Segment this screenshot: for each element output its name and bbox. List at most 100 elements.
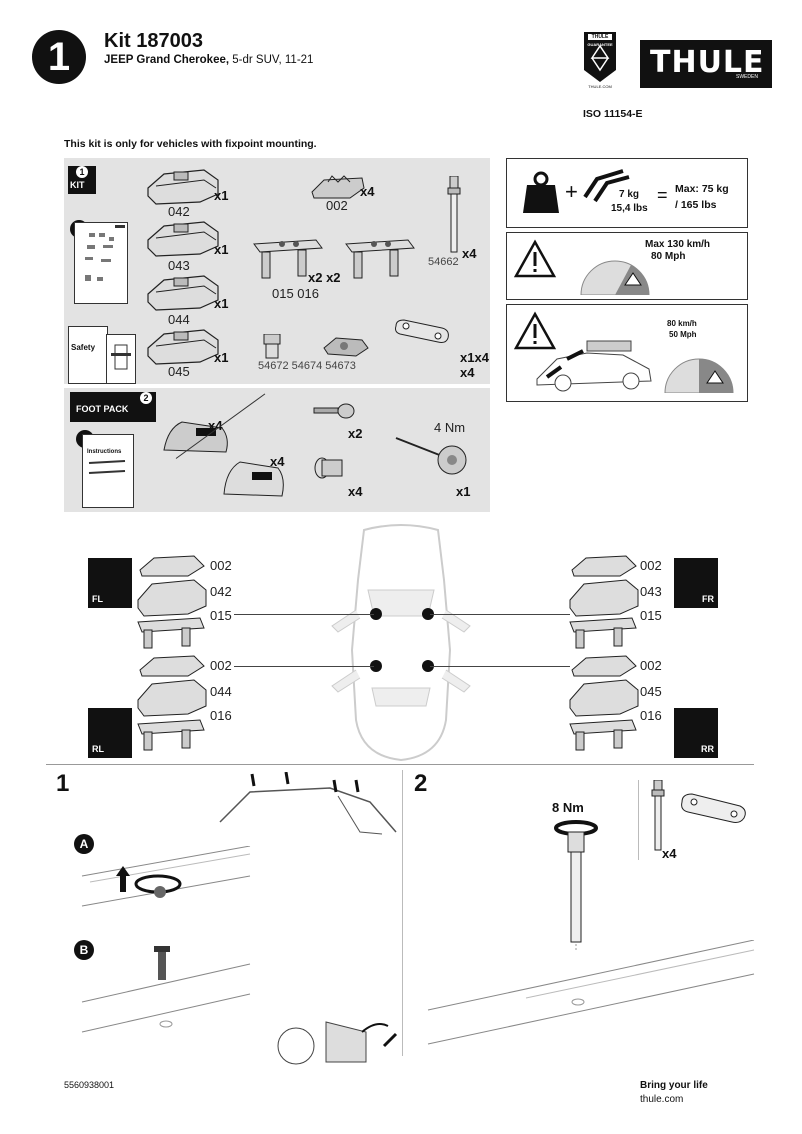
bracket-015 bbox=[252, 236, 324, 287]
corner-fr: FR bbox=[674, 558, 718, 608]
max-load: Max: 75 kg bbox=[675, 183, 729, 195]
pad-045 bbox=[144, 326, 222, 371]
system-weight: 7 kg bbox=[619, 189, 640, 200]
safety-label: Safety bbox=[71, 343, 96, 352]
bracket-codes: 015 016 bbox=[272, 286, 319, 301]
vehicle-details: 5-dr SUV, 11-21 bbox=[229, 54, 314, 66]
pad-043 bbox=[144, 218, 222, 263]
safety-diagram bbox=[106, 334, 136, 384]
leader-fl bbox=[234, 614, 374, 615]
step-1-number: 1 bbox=[56, 770, 70, 797]
rl-code-2: 044 bbox=[210, 684, 232, 699]
fl-code-1: 002 bbox=[210, 558, 232, 573]
step-number-badge: 1 bbox=[32, 30, 86, 84]
screw-illustration bbox=[81, 946, 251, 1033]
foot-pack-tag: 2 FOOT PACK bbox=[70, 392, 156, 422]
max-load-lbs: / 165 lbs bbox=[675, 199, 717, 211]
leader-rr bbox=[430, 666, 570, 667]
stack-rr bbox=[569, 655, 639, 751]
step-divider bbox=[402, 770, 403, 1056]
foot-tag-label: FOOT PACK bbox=[76, 404, 129, 414]
rr-code-2: 045 bbox=[640, 684, 662, 699]
safety-booklet: Safety bbox=[68, 326, 108, 384]
small-part-54672 bbox=[260, 333, 284, 365]
kit-tag: 1 KIT bbox=[68, 166, 96, 194]
corner-fr-label: FR bbox=[702, 594, 714, 604]
corner-rr-label: RR bbox=[701, 744, 714, 754]
car-top-view bbox=[331, 524, 471, 762]
warning-icon bbox=[513, 239, 557, 278]
rubber-pad-002 bbox=[310, 174, 366, 207]
corner-rl: RL bbox=[88, 708, 132, 758]
badge-top-text: THULE bbox=[591, 34, 609, 40]
substep-a: A bbox=[74, 834, 94, 854]
step-2-number: 2 bbox=[414, 770, 428, 797]
fr-code-3: 015 bbox=[640, 608, 662, 623]
fl-code-3: 015 bbox=[210, 608, 232, 623]
leader-rl bbox=[234, 666, 374, 667]
pad-044 bbox=[144, 272, 222, 317]
car-roof-illustration bbox=[219, 772, 397, 835]
corner-rr: RR bbox=[674, 708, 718, 758]
stack-fr bbox=[569, 555, 639, 649]
part-code-045: 045 bbox=[168, 364, 190, 379]
part-qty-54662: x4 bbox=[462, 246, 477, 261]
speed-limit-box: Max 130 km/h 80 Mph bbox=[506, 232, 748, 300]
tool-torque: 4 Nm bbox=[434, 420, 466, 435]
kit-instruction-booklet bbox=[74, 222, 128, 304]
guarantee-badge: THULE GUARANTEE THULE.COM bbox=[582, 30, 618, 92]
footer-url[interactable]: thule.com bbox=[640, 1094, 684, 1105]
foot-evo-2 bbox=[220, 454, 288, 505]
iso-standard: ISO 11154-E bbox=[583, 108, 643, 120]
loaded-speed-box: 80 km/h 50 Mph bbox=[506, 304, 748, 402]
part-qty-044: x1 bbox=[214, 296, 229, 311]
footer-tagline: Bring your life bbox=[640, 1080, 708, 1091]
bolt-install-illustration bbox=[554, 820, 598, 950]
cover-removal-illustration bbox=[81, 846, 251, 907]
part-code-044: 044 bbox=[168, 312, 190, 327]
fr-code-1: 002 bbox=[640, 558, 662, 573]
document-number: 5560938001 bbox=[64, 1080, 115, 1090]
fl-code-2: 042 bbox=[210, 584, 232, 599]
part-qty-002: x4 bbox=[360, 184, 375, 199]
load-capacity-box: + 7 kg 15,4 lbs = Max: 75 kg / 165 lbs bbox=[506, 158, 748, 228]
warning-icon-2 bbox=[513, 311, 557, 350]
badge-url-text: THULE.COM bbox=[588, 84, 612, 89]
part-qty-042: x1 bbox=[214, 188, 229, 203]
rl-code-3: 016 bbox=[210, 708, 232, 723]
stack-rl bbox=[137, 655, 207, 751]
key-qty: x2 bbox=[348, 426, 363, 441]
part-qty-043: x1 bbox=[214, 242, 229, 257]
stack-fl bbox=[137, 555, 207, 649]
equals-sign: = bbox=[657, 185, 668, 205]
leader-fr bbox=[430, 614, 570, 615]
bracket-016 bbox=[344, 236, 416, 287]
small-part-qty: x1x4 x4 bbox=[460, 350, 489, 380]
rl-code-1: 002 bbox=[210, 658, 232, 673]
bolt-54662 bbox=[446, 175, 462, 259]
loaded-speed-mph: 50 Mph bbox=[669, 330, 697, 339]
fixpoint-notice: This kit is only for vehicles with fixpo… bbox=[64, 138, 317, 150]
max-speed: Max 130 km/h bbox=[645, 239, 711, 250]
rail-illustration bbox=[427, 940, 755, 1045]
small-part-codes: 54672 54674 54673 bbox=[258, 360, 356, 372]
part-code-043: 043 bbox=[168, 258, 190, 273]
small-part-54673 bbox=[392, 318, 452, 351]
foot-evo-1 bbox=[160, 412, 232, 463]
tool-qty: x1 bbox=[456, 484, 471, 499]
loaded-speed: 80 km/h bbox=[667, 319, 697, 328]
car-with-load-icon bbox=[536, 340, 652, 392]
kit-contents-panel: 1 KIT 1 Safety 042 x1 043 x1 044 x1 045 … bbox=[64, 158, 490, 384]
speed-gauge-icon-2 bbox=[664, 358, 734, 393]
step-2-qty: x4 bbox=[662, 846, 677, 861]
max-speed-mph: 80 Mph bbox=[651, 251, 686, 262]
foot-doc-text: Instructions bbox=[87, 449, 122, 455]
section-divider bbox=[46, 764, 754, 765]
kit-tag-number: 1 bbox=[76, 166, 88, 178]
rr-code-1: 002 bbox=[640, 658, 662, 673]
interior-tool-illustration bbox=[266, 1012, 402, 1072]
lock-qty: x4 bbox=[348, 484, 363, 499]
part-code-002: 002 bbox=[326, 198, 348, 213]
logo-text: THULE bbox=[650, 45, 765, 80]
foot-instruction-booklet: Instructions bbox=[82, 434, 134, 508]
